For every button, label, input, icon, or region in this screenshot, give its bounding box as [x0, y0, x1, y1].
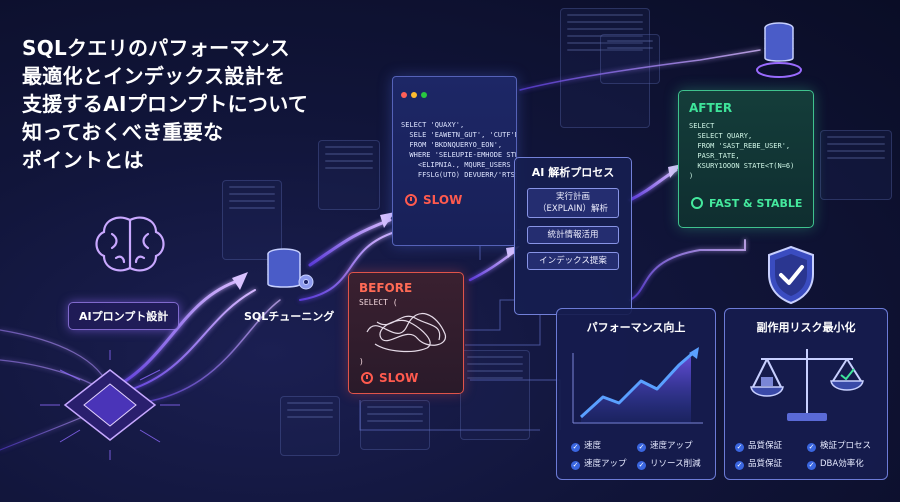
risk-panel: 副作用リスク最小化 ✓ 品質保証 ✓ 検証プロセス ✓ 品質保証 ✓ DBA効率化 — [724, 308, 888, 480]
performance-check-text: 速度アップ — [650, 441, 693, 451]
performance-check: ✓ 速度アップ — [571, 457, 627, 470]
slow-query-status: SLOW — [405, 193, 462, 207]
background-window — [318, 140, 380, 210]
risk-check-text: DBA効率化 — [820, 459, 864, 469]
headline: SQLクエリのパフォーマンス 最適化とインデックス設計を 支援するAIプロンプト… — [22, 34, 352, 174]
performance-trend-icon — [572, 347, 703, 424]
brain-icon — [95, 216, 165, 272]
background-window — [460, 350, 530, 440]
before-query-window: BEFORE SELECT ( ) SLOW — [348, 272, 464, 394]
shield-check-icon — [768, 245, 814, 305]
performance-panel: パフォーマンス向上 ✓ 速度 ✓ 速度アップ ✓ 速度アップ ✓ リソース削減 — [556, 308, 716, 480]
performance-check: ✓ リソース削減 — [637, 457, 701, 470]
check-icon: ✓ — [571, 461, 580, 470]
ai-process-panel: AI 解析プロセス 実行計画 （EXPLAIN）解析 統計情報活用 インデックス… — [514, 157, 632, 315]
performance-check: ✓ 速度 — [571, 439, 601, 452]
after-query-window: AFTER SELECT SELECT QUARY, FROM 'SAST_RE… — [678, 90, 814, 228]
stopwatch-icon — [361, 372, 373, 384]
risk-check-text: 品質保証 — [748, 459, 783, 469]
database-icon — [267, 248, 314, 290]
after-title: AFTER — [689, 101, 733, 115]
slow-query-window: SELECT 'QUAXY', SELE 'EAWETN_GUT', 'CUTF… — [392, 76, 517, 246]
headline-line: 知っておくべき重要な — [22, 120, 224, 144]
check-icon: ✓ — [637, 443, 646, 452]
performance-check: ✓ 速度アップ — [637, 439, 693, 452]
performance-check-text: リソース削減 — [650, 459, 701, 469]
slow-query-code: SELECT 'QUAXY', SELE 'EAWETN_GUT', 'CUTF… — [401, 121, 516, 179]
balance-scale-icon — [750, 349, 864, 421]
risk-check-text: 品質保証 — [748, 441, 783, 451]
performance-check-text: 速度 — [584, 441, 602, 451]
risk-check: ✓ DBA効率化 — [807, 457, 864, 470]
database-icon — [756, 22, 802, 78]
risk-check: ✓ 品質保証 — [735, 457, 782, 470]
background-window — [600, 34, 660, 84]
check-icon: ✓ — [735, 461, 744, 470]
check-icon: ✓ — [807, 461, 816, 470]
before-title: BEFORE — [359, 281, 413, 295]
slow-query-status-text: SLOW — [423, 193, 463, 207]
after-status: FAST & STABLE — [691, 197, 802, 210]
headline-line: ポイントとは — [22, 148, 144, 172]
headline-line: 最適化とインデックス設計を — [22, 64, 286, 88]
before-status: SLOW — [361, 371, 418, 385]
headline-line: 支援するAIプロンプトについて — [22, 92, 309, 116]
risk-check: ✓ 品質保証 — [735, 439, 782, 452]
ai-process-step: インデックス提案 — [527, 252, 619, 270]
check-icon: ✓ — [637, 461, 646, 470]
stopwatch-icon — [405, 194, 417, 206]
check-icon: ✓ — [735, 443, 744, 452]
background-window — [560, 8, 650, 128]
before-status-text: SLOW — [379, 371, 419, 385]
ai-process-step: 実行計画 （EXPLAIN）解析 — [527, 188, 619, 218]
background-window — [222, 180, 282, 260]
check-icon: ✓ — [571, 443, 580, 452]
risk-title: 副作用リスク最小化 — [756, 321, 856, 334]
stopwatch-icon — [691, 197, 703, 209]
risk-check: ✓ 検証プロセス — [807, 439, 871, 452]
background-window — [280, 396, 340, 456]
before-code-close: ) — [359, 357, 364, 366]
performance-title: パフォーマンス向上 — [586, 321, 686, 334]
processor-chip — [40, 350, 180, 460]
after-status-text: FAST & STABLE — [709, 197, 803, 210]
window-controls — [401, 83, 516, 102]
before-code-open: SELECT ( — [359, 298, 398, 307]
sql-tuning-label: SQLチューニング — [244, 310, 335, 323]
ai-prompt-design-label: AIプロンプト設計 — [68, 302, 180, 330]
risk-check-text: 検証プロセス — [820, 441, 872, 451]
tangled-query-icon — [366, 313, 446, 353]
performance-check-text: 速度アップ — [584, 459, 627, 469]
background-window — [360, 400, 430, 450]
ai-process-title: AI 解析プロセス — [531, 166, 615, 179]
check-icon: ✓ — [807, 443, 816, 452]
background-window — [820, 130, 892, 200]
after-query-code: SELECT SELECT QUARY, FROM 'SAST_REBE_USE… — [689, 122, 795, 180]
headline-line: SQLクエリのパフォーマンス — [22, 36, 290, 60]
ai-process-step: 統計情報活用 — [527, 226, 619, 244]
